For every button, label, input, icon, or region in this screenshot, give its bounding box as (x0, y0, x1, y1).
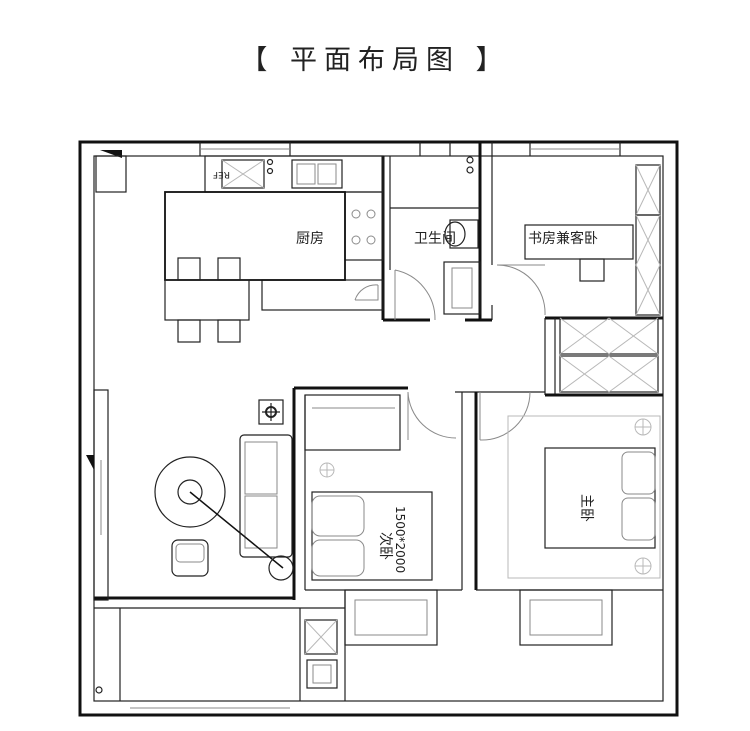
dining-set (164, 191, 346, 343)
living-room-furniture (154, 399, 294, 581)
bathroom-fixtures (443, 156, 481, 315)
kitchen-fixtures: REF (95, 155, 384, 311)
study-fixtures (524, 164, 661, 316)
master-bedroom-furniture (507, 415, 661, 579)
study-label: 书房兼客卧 (528, 230, 598, 247)
second-bedroom-furniture (311, 462, 433, 581)
doors (354, 264, 546, 441)
kitchen-label: 厨房 (296, 231, 324, 247)
second-bedroom-label: 次卧 (377, 532, 393, 560)
fridge-label: REF (213, 169, 230, 179)
exterior-walls (78, 140, 679, 717)
master-bedroom-label: 主卧 (578, 494, 594, 522)
second-bedroom-bed-size: 1500*2000 (393, 506, 407, 573)
wardrobes (304, 317, 659, 451)
balcony-fixtures (95, 619, 338, 694)
bathroom-label: 卫生间 (414, 231, 456, 247)
page-title: 【 平面布局图 】 (240, 45, 510, 76)
interior-walls (86, 142, 663, 709)
